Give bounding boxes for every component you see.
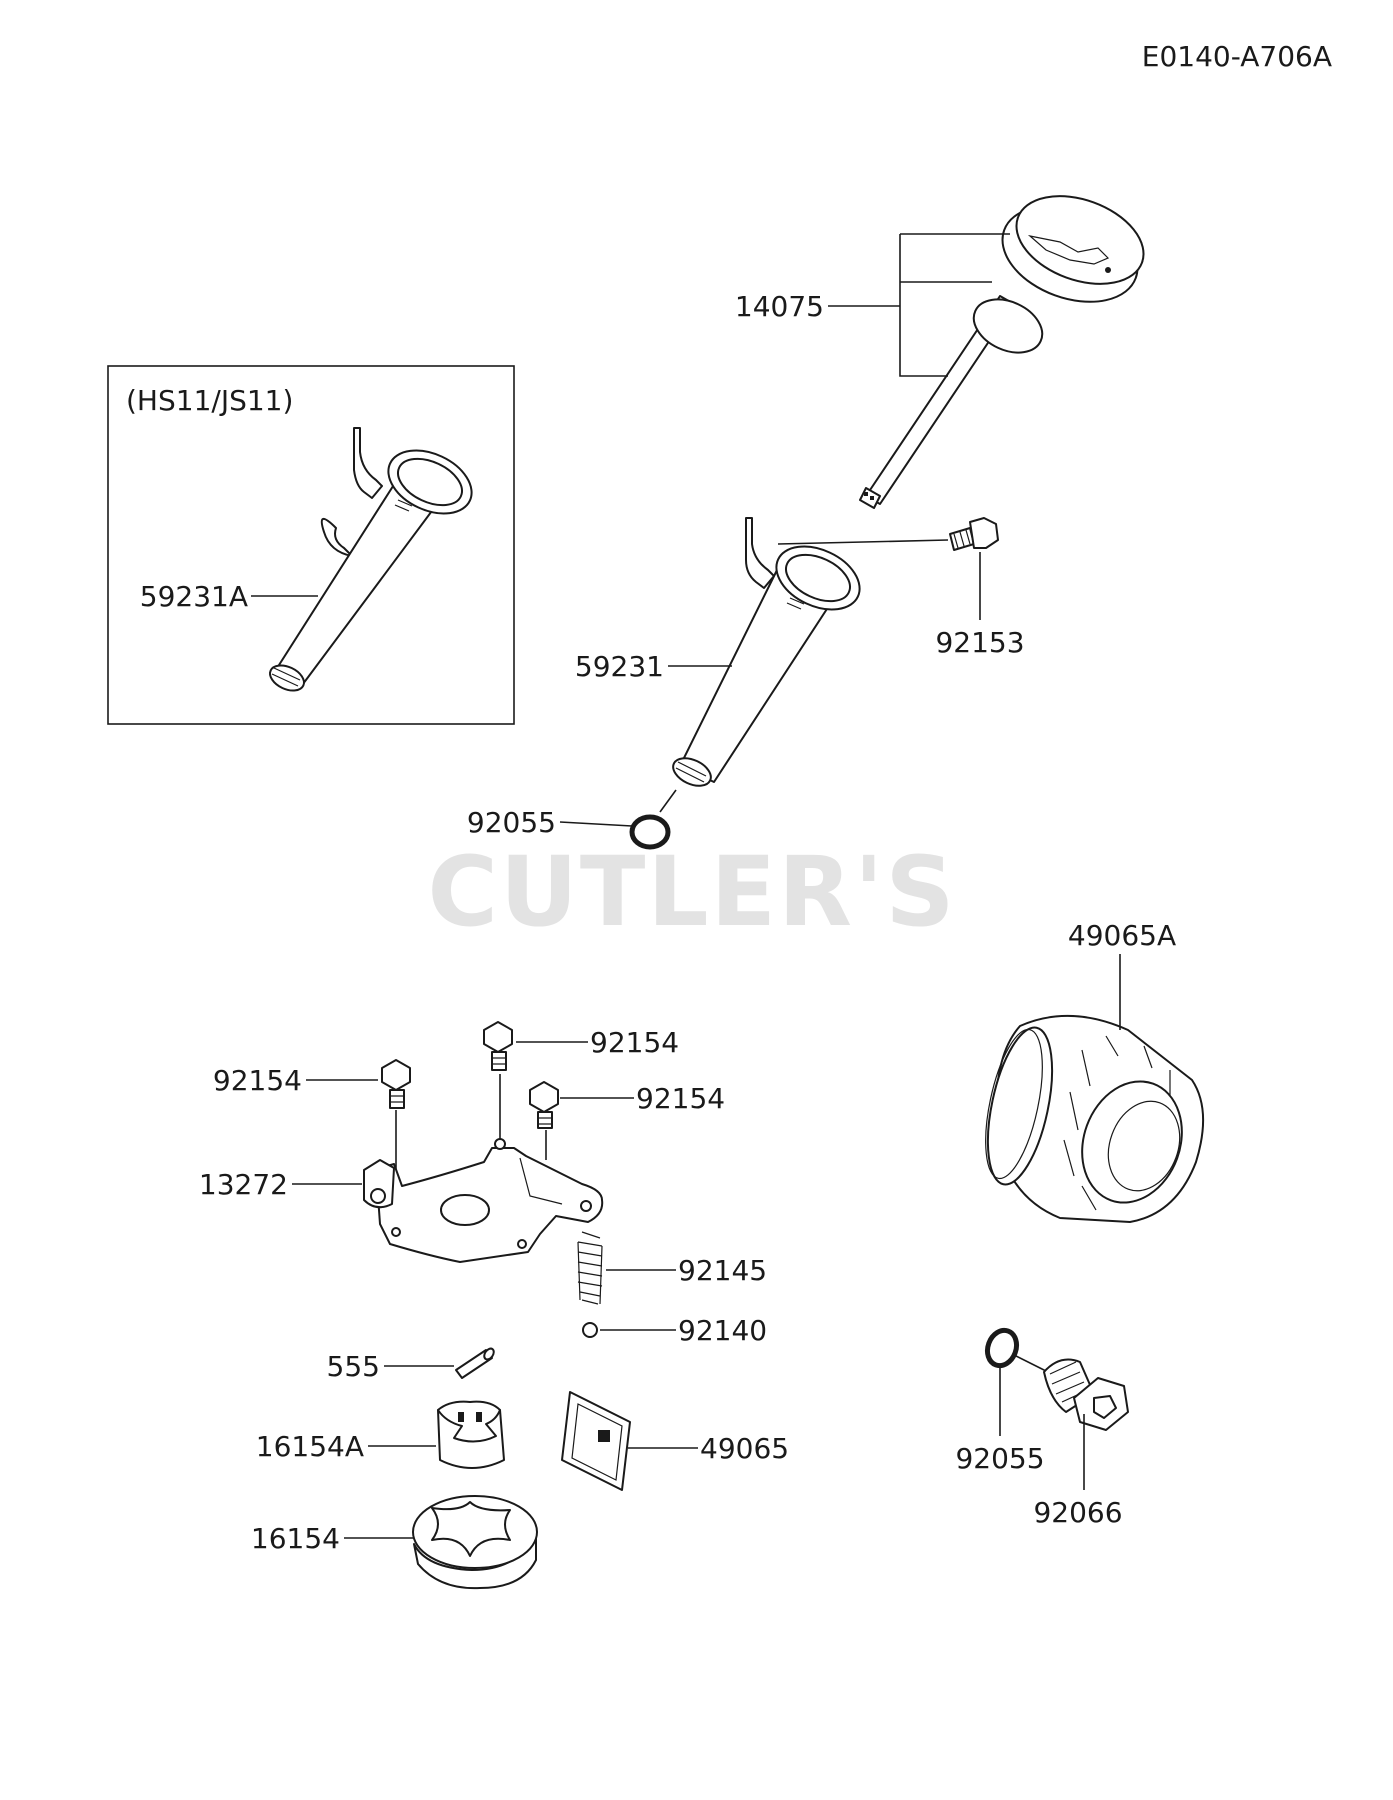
callout-92066: 92066 <box>1033 1496 1122 1529</box>
inner-rotor-16154A <box>437 1400 505 1469</box>
callout-16154A: 16154A <box>256 1430 364 1463</box>
bolt-92154-c <box>529 1081 559 1129</box>
callout-92154-c: 92154 <box>636 1082 725 1115</box>
plate-13272 <box>363 1138 604 1263</box>
dipstick-14075 <box>859 195 1145 509</box>
bolt-92154-b <box>483 1021 513 1071</box>
diagram-id: E0140-A706A <box>1142 40 1332 73</box>
callout-92153: 92153 <box>935 626 1024 659</box>
callout-14075: 14075 <box>735 290 824 323</box>
callout-555: 555 <box>327 1350 380 1383</box>
inset-title: (HS11/JS11) <box>126 384 293 417</box>
bolt-92153 <box>949 517 999 551</box>
spring-92145 <box>577 1231 603 1305</box>
drain-plug-92066 <box>1043 1358 1129 1431</box>
screen-49065 <box>561 1391 631 1491</box>
oil-filter-49065A <box>985 1014 1205 1223</box>
ball-92140 <box>582 1322 598 1338</box>
callout-92140: 92140 <box>678 1314 767 1347</box>
bolt-92154-a <box>381 1059 411 1109</box>
oil-filler-tube-59231A <box>269 427 473 692</box>
o-ring-92055-bottom <box>984 1327 1020 1369</box>
callout-59231A: 59231A <box>140 580 248 613</box>
oil-filler-tube-59231 <box>672 517 861 787</box>
callout-16154: 16154 <box>251 1522 340 1555</box>
callout-92055-top: 92055 <box>467 806 556 839</box>
callout-13272: 13272 <box>199 1168 288 1201</box>
callout-59231: 59231 <box>575 650 664 683</box>
watermark: CUTLER'S <box>427 836 956 948</box>
callout-92154-b: 92154 <box>590 1026 679 1059</box>
callout-49065: 49065 <box>700 1432 789 1465</box>
outer-rotor-16154 <box>412 1495 538 1590</box>
callout-49065A: 49065A <box>1068 919 1176 952</box>
inset-frame <box>107 365 515 725</box>
o-ring-92055-top <box>629 814 671 850</box>
pin-555 <box>455 1347 495 1379</box>
callout-92154-a: 92154 <box>213 1064 302 1097</box>
callout-92145: 92145 <box>678 1254 767 1287</box>
callout-92055-bottom: 92055 <box>955 1442 1044 1475</box>
